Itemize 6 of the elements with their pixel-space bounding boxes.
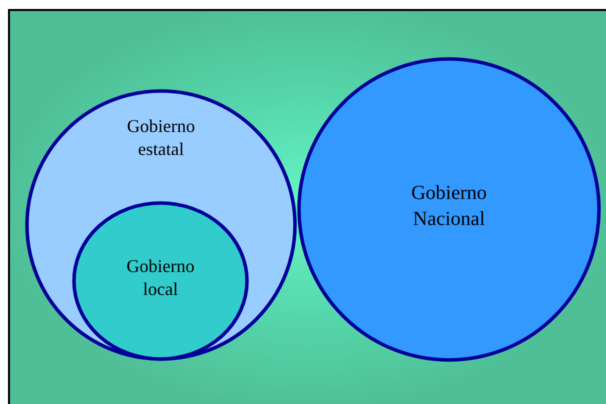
node-label: Gobierno local: [126, 255, 196, 302]
node-label: Gobierno Nacional: [410, 181, 488, 232]
node-label: Gobierno estatal: [126, 115, 196, 162]
circle-node: [25, 89, 297, 361]
circle-node: [72, 201, 249, 361]
circle-node: [297, 57, 601, 362]
